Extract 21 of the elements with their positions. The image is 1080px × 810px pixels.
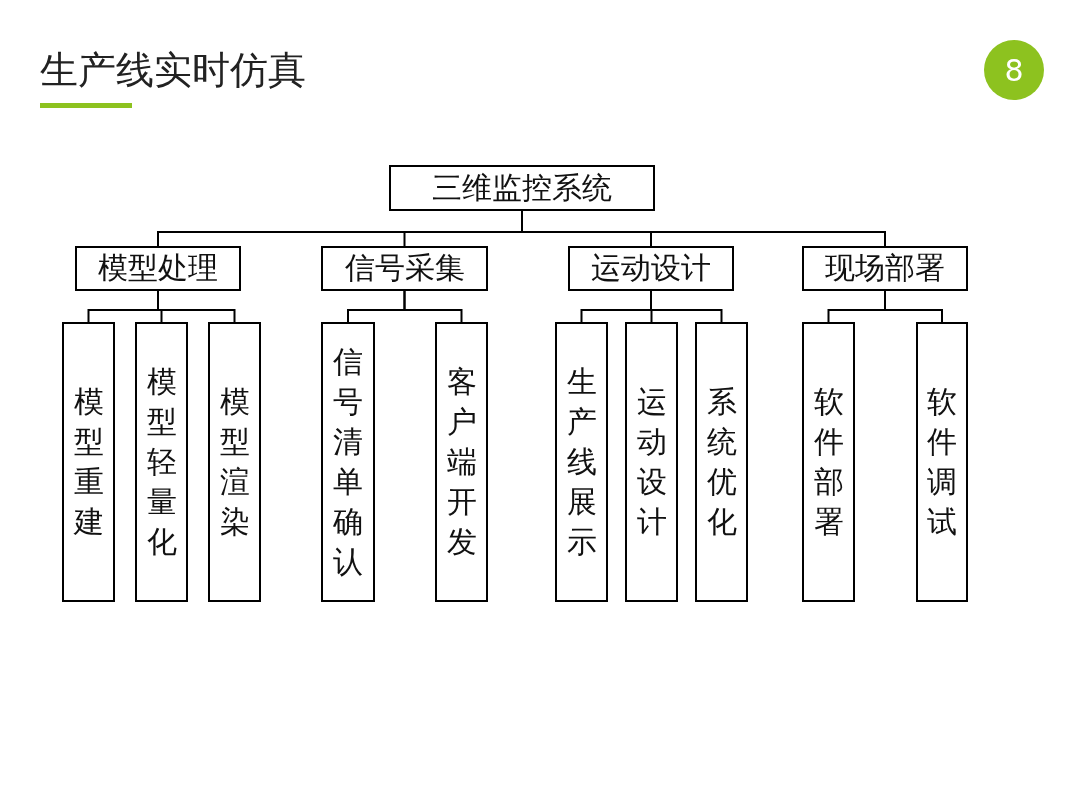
- system-box: 三维监控系统: [389, 165, 655, 211]
- task-box: 系统优化: [695, 322, 748, 602]
- task-box: 客户端开发: [435, 322, 488, 602]
- connector-line: [884, 290, 943, 323]
- connector-line: [650, 290, 723, 323]
- task-box: 软件部署: [802, 322, 855, 602]
- task-box: 模型重建: [62, 322, 115, 602]
- connector-line: [403, 290, 463, 323]
- task-box: 信号清单确认: [321, 322, 375, 602]
- task-box: 生产线展示: [555, 322, 608, 602]
- task-box: 运动设计: [625, 322, 678, 602]
- task-box: 模型渲染: [208, 322, 261, 602]
- connector-line: [157, 290, 236, 323]
- module-box: 现场部署: [802, 246, 968, 291]
- task-box: 模型轻量化: [135, 322, 188, 602]
- module-box: 信号采集: [321, 246, 488, 291]
- slide-title: 生产线实时仿真: [40, 48, 306, 94]
- module-box: 运动设计: [568, 246, 734, 291]
- page-number-badge: 8: [984, 40, 1044, 100]
- task-box: 软件调试: [916, 322, 968, 602]
- module-box: 模型处理: [75, 246, 241, 291]
